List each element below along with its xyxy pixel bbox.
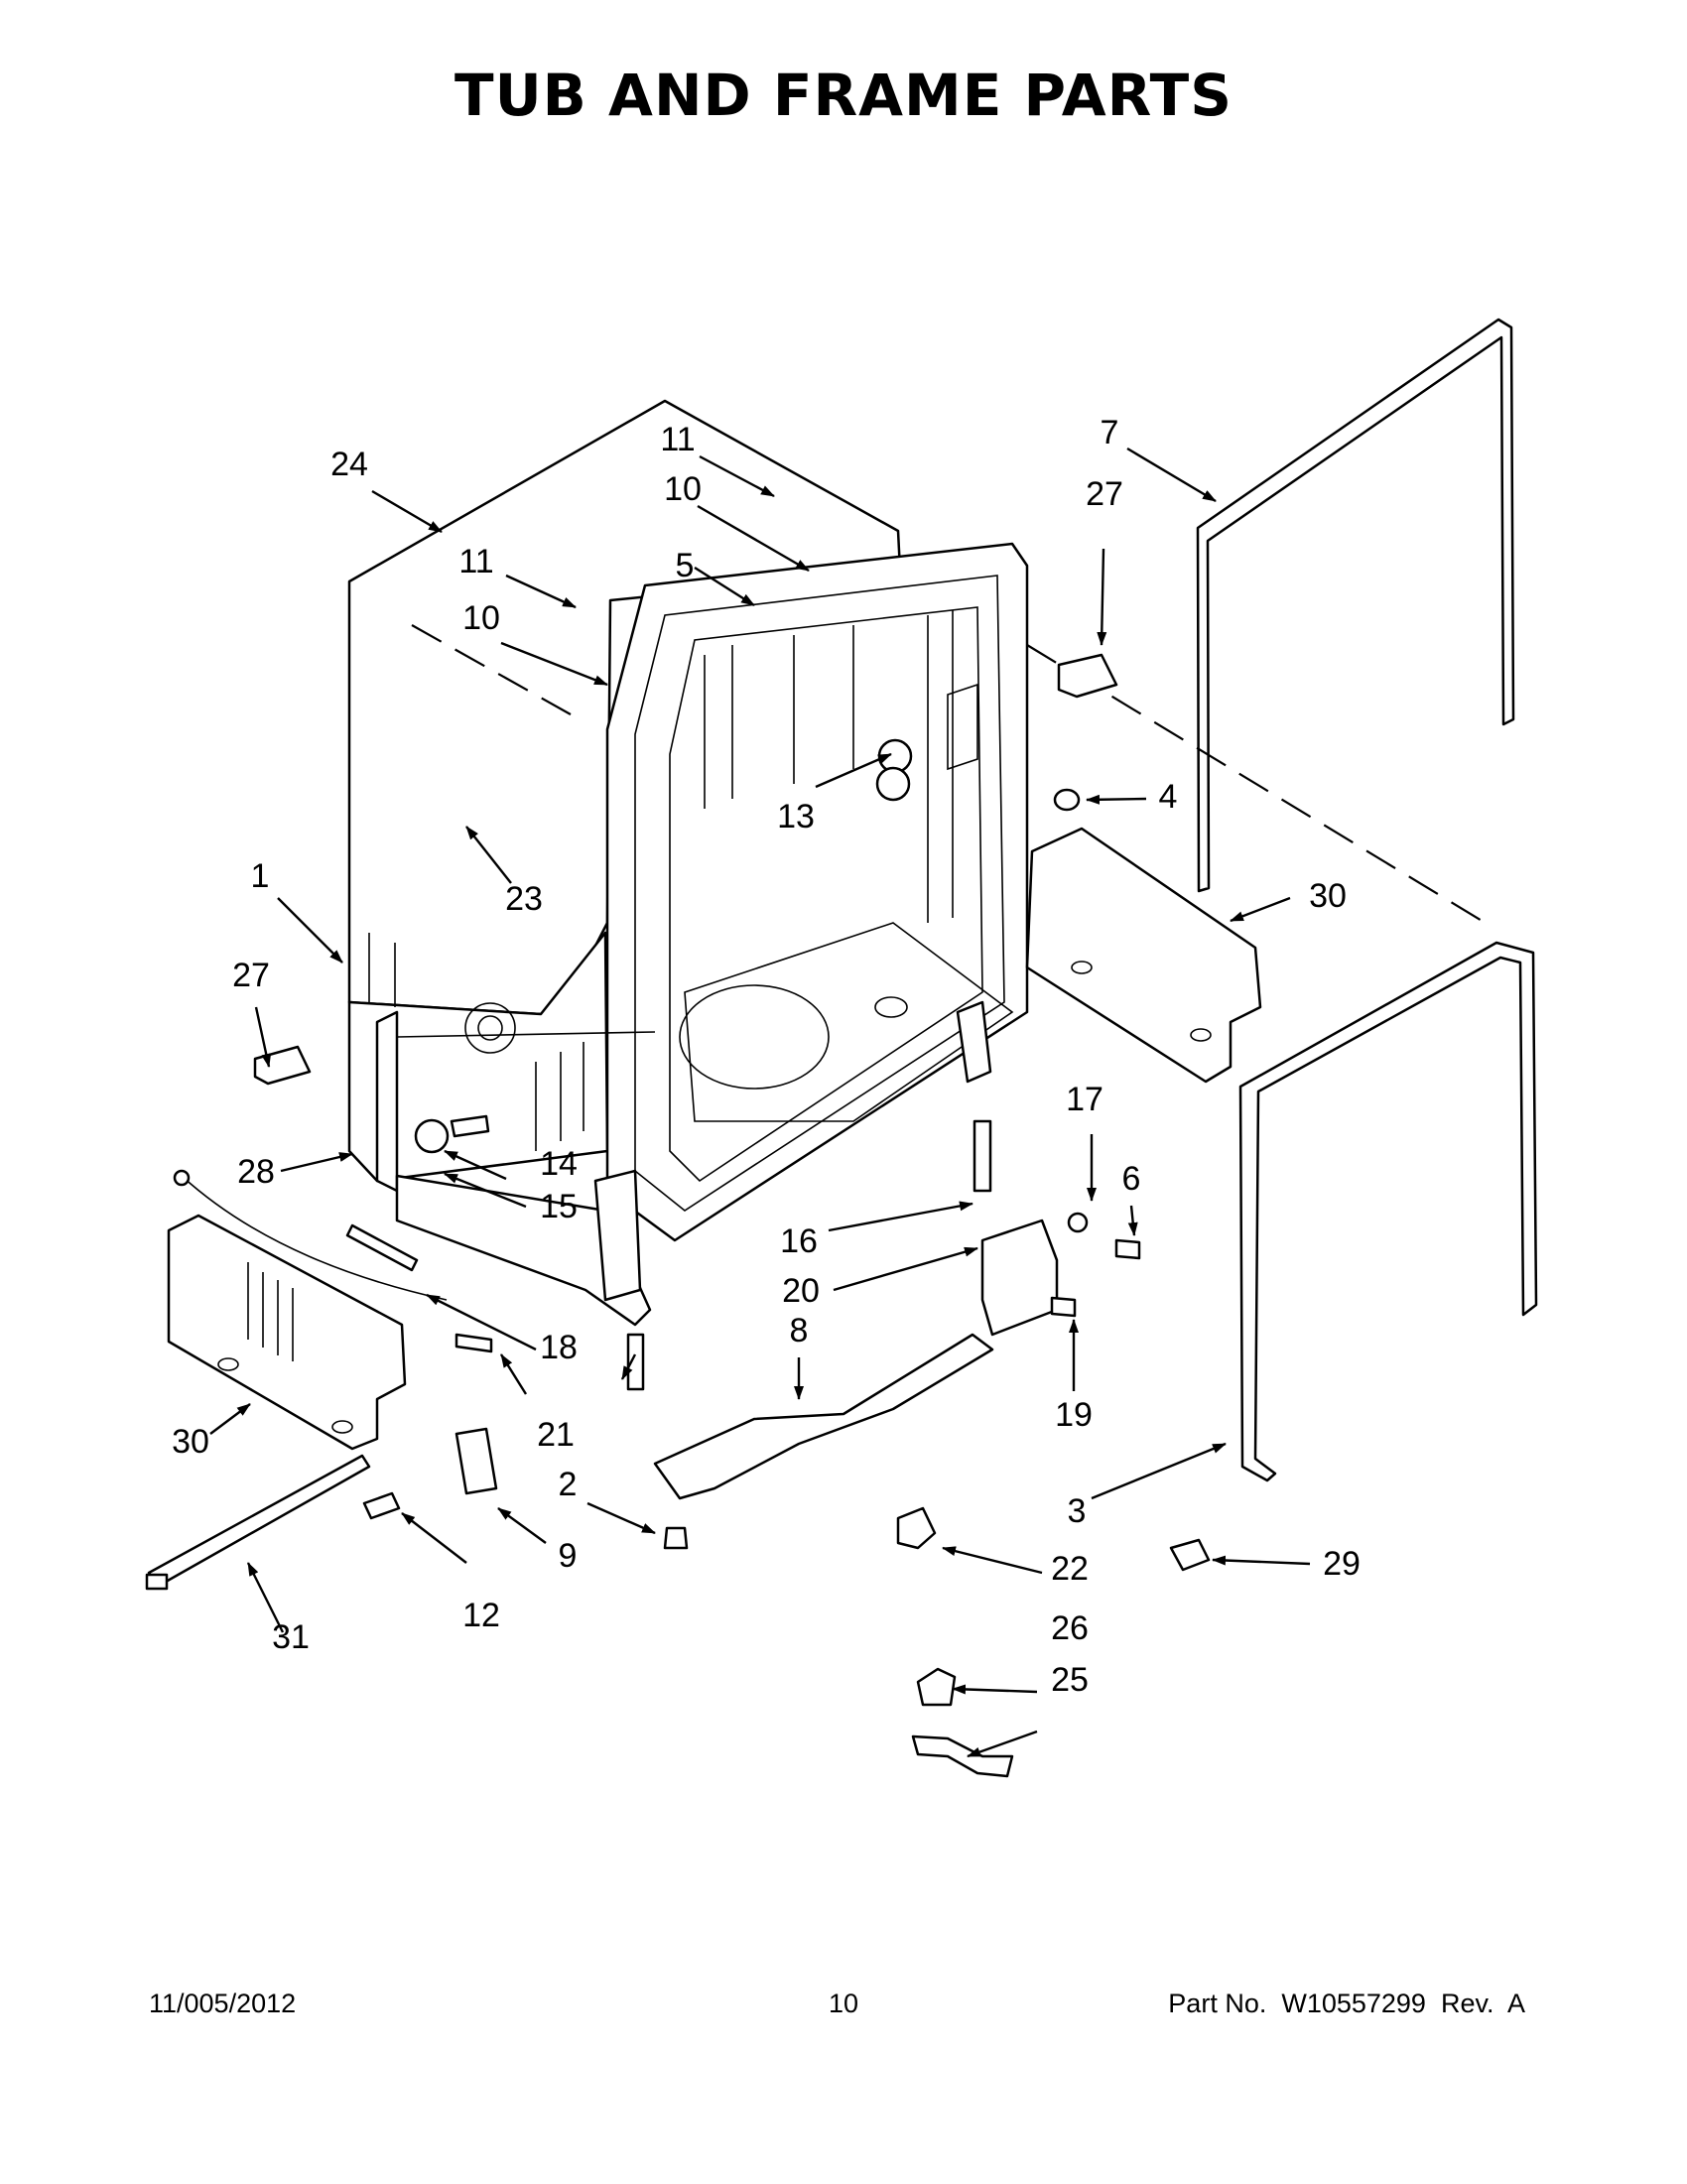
callout-label: 30 bbox=[172, 1423, 209, 1461]
callout-label: 17 bbox=[1066, 1081, 1103, 1118]
callout-label: 13 bbox=[777, 798, 815, 835]
callout-label: 23 bbox=[505, 880, 543, 918]
footer-part-number: Part No. W10557299 Rev. A bbox=[1168, 1989, 1525, 2018]
callout-label: 8 bbox=[790, 1312, 809, 1349]
callout-label: 29 bbox=[1323, 1545, 1361, 1583]
callout-label: 28 bbox=[237, 1153, 275, 1191]
callout-label: 5 bbox=[676, 547, 695, 584]
toe-panel-right bbox=[1025, 827, 1262, 1084]
callout-label: 2 bbox=[559, 1466, 578, 1503]
clip-left bbox=[253, 1045, 312, 1086]
toe-panel-left bbox=[167, 1214, 407, 1451]
callout-label: 11 bbox=[458, 543, 493, 580]
callout-label: 31 bbox=[272, 1618, 310, 1656]
callout-label: 1 bbox=[251, 857, 270, 895]
callout-label: 24 bbox=[330, 446, 368, 483]
callout-label: 21 bbox=[537, 1416, 575, 1454]
clip-right bbox=[1057, 653, 1118, 699]
callout-label: 10 bbox=[664, 470, 702, 508]
callout-labels: 1 2 3 4 5 6 7 8 9 10 10 11 11 12 13 14 1… bbox=[172, 414, 1361, 1699]
footer-date: 11/005/2012 bbox=[149, 1989, 297, 2018]
callout-label: 7 bbox=[1101, 414, 1119, 451]
footer-page-number: 10 bbox=[828, 1989, 859, 2018]
door-gasket bbox=[1196, 318, 1515, 893]
callout-label: 22 bbox=[1051, 1550, 1089, 1588]
callout-label: 3 bbox=[1068, 1492, 1087, 1530]
tub-assembly bbox=[347, 399, 1029, 1327]
callout-label: 12 bbox=[462, 1597, 500, 1634]
callout-label: 30 bbox=[1309, 877, 1347, 915]
callout-label: 11 bbox=[660, 421, 695, 458]
callout-label: 19 bbox=[1055, 1396, 1093, 1434]
callout-label: 15 bbox=[540, 1188, 578, 1225]
plug bbox=[1053, 788, 1081, 812]
base-plate bbox=[653, 1333, 994, 1500]
callout-label: 16 bbox=[780, 1222, 818, 1260]
bottom-seal bbox=[1238, 941, 1538, 1482]
callout-label: 9 bbox=[559, 1537, 578, 1575]
callout-label: 27 bbox=[232, 957, 270, 994]
cable-tie bbox=[147, 1454, 371, 1588]
callout-label: 25 bbox=[1051, 1661, 1089, 1699]
callout-label: 6 bbox=[1122, 1160, 1141, 1198]
callout-label: 20 bbox=[782, 1272, 820, 1310]
callout-label: 14 bbox=[540, 1145, 578, 1183]
callout-label: 10 bbox=[462, 599, 500, 637]
page-title: TUB AND FRAME PARTS bbox=[454, 62, 1233, 129]
callout-label: 4 bbox=[1159, 778, 1178, 816]
callout-label: 27 bbox=[1086, 475, 1123, 513]
callout-label: 18 bbox=[540, 1329, 578, 1366]
callout-label: 26 bbox=[1051, 1609, 1089, 1647]
